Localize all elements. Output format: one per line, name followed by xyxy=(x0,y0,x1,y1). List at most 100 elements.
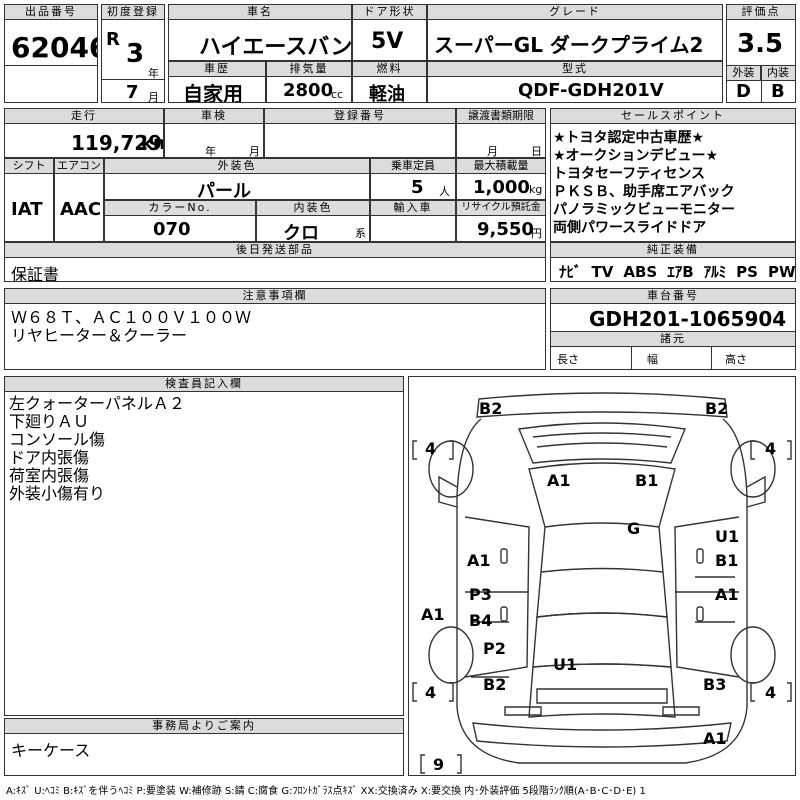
interior-color-unit: 系 xyxy=(355,227,366,240)
exterior-grade: D xyxy=(736,81,751,102)
shift: IAT xyxy=(11,199,43,220)
damage-mark: B3 xyxy=(703,675,727,694)
damage-mark: U1 xyxy=(553,655,578,674)
color-no-cell: カラーNo. 070 xyxy=(104,200,256,242)
stock-number: 62046 xyxy=(11,31,97,64)
damage-diagram: B2 B2 4 4 A1 B1 G A1 U1 B1 P3 A1 A1 B4 P… xyxy=(408,376,796,776)
inspector-line: 左クォーターパネルＡ２ xyxy=(9,394,185,413)
model-cell: 型式 QDF-GDH201V xyxy=(427,61,723,103)
car-name-label: 車名 xyxy=(169,5,351,20)
inspector-label: 検査員記入欄 xyxy=(5,377,403,392)
displacement-label: 排気量 xyxy=(267,62,351,77)
model: QDF-GDH201V xyxy=(518,80,664,101)
inspection-month-unit: 月 xyxy=(249,145,260,158)
inspector-line: ドア内張傷 xyxy=(9,448,90,467)
mileage-unit: km xyxy=(141,133,163,154)
chassis-label: 車台番号 xyxy=(551,289,795,304)
equipment-navi: ﾅﾋﾞ xyxy=(559,263,582,281)
notes-label: 注意事項欄 xyxy=(5,289,545,304)
transfer-label: 譲渡書類期限 xyxy=(457,109,545,124)
registration-month: 7 xyxy=(126,82,139,103)
mileage: 119,729 xyxy=(71,131,163,155)
equipment-label: 純正装備 xyxy=(551,243,795,258)
displacement-cell: 排気量 2800 cc xyxy=(266,61,352,103)
inspection-cell: 車検 年 月 xyxy=(164,108,264,158)
later-parts-cell: 後日発送部品 保証書 xyxy=(4,242,546,282)
load-label: 最大積載量 xyxy=(457,159,545,174)
stock-number-label: 出品番号 xyxy=(5,5,97,20)
plate-cell: 登録番号 xyxy=(264,108,456,158)
capacity-unit: 人 xyxy=(439,185,450,198)
transfer-day-unit: 日 xyxy=(531,145,542,158)
sales-points-cell: セールスポイント ★トヨタ認定中古車歴★ ★オークションデビュー★ トヨタセーフ… xyxy=(550,108,796,242)
transfer-cell: 譲渡書類期限 月 日 xyxy=(456,108,546,158)
damage-mark: 4 xyxy=(425,683,437,702)
max-load: 1,000 xyxy=(473,177,530,198)
recycle-fee: 9,550 xyxy=(477,219,534,240)
recycle-label: リサイクル預託金 xyxy=(457,201,545,216)
import-label: 輸入車 xyxy=(371,201,455,216)
office-cell: 事務局よりご案内 キーケース xyxy=(4,718,404,776)
damage-mark: 4 xyxy=(765,683,777,702)
grade-cell: グレード スーパーGL ダークプライム2 xyxy=(427,4,723,61)
color-no-label: カラーNo. xyxy=(105,201,255,216)
chassis-number: GDH201-1065904 xyxy=(589,307,787,331)
damage-mark: G xyxy=(627,519,641,538)
load-unit: kg xyxy=(529,183,543,196)
sales-points-label: セールスポイント xyxy=(551,109,795,124)
color-cell: 外装色 パール xyxy=(104,158,370,200)
import-cell: 輸入車 xyxy=(370,200,456,242)
displacement: 2800 xyxy=(283,80,334,101)
color-label: 外装色 xyxy=(105,159,369,174)
chassis-cell: 車台番号 GDH201-1065904 諸元 長さ 幅 高さ xyxy=(550,288,796,370)
score-cell: 評価点 3.5 外装 内装 D B xyxy=(726,4,796,103)
damage-mark: 9 xyxy=(433,755,445,774)
damage-mark: B1 xyxy=(715,551,739,570)
fuel: 軽油 xyxy=(369,84,405,103)
width-label: 幅 xyxy=(647,353,658,366)
vehicle-outline xyxy=(412,392,792,774)
inspector-line: コンソール傷 xyxy=(9,430,106,449)
height-label: 高さ xyxy=(725,353,747,366)
car-name: ハイエースバン xyxy=(199,35,352,60)
inspector-line: 外装小傷有り xyxy=(9,484,106,503)
exterior-label: 外装 xyxy=(727,66,761,81)
sales-point-item: ＰＫＳＢ、助手席エアバック xyxy=(553,184,735,200)
equipment-ps: PS xyxy=(736,263,758,281)
score-label: 評価点 xyxy=(727,5,795,20)
month-unit: 月 xyxy=(148,91,159,103)
damage-mark: 4 xyxy=(425,439,437,458)
damage-mark: P2 xyxy=(483,639,506,658)
damage-mark: B4 xyxy=(469,611,493,630)
fuel-cell: 燃料 軽油 xyxy=(352,61,427,103)
damage-mark: B2 xyxy=(705,399,729,418)
equipment-alloy: ｱﾙﾐ xyxy=(703,263,727,281)
damage-mark: A1 xyxy=(703,729,727,748)
sales-point-item: ★トヨタ認定中古車歴★ xyxy=(553,130,705,146)
car-name-cell: 車名 ハイエースバン xyxy=(168,4,352,61)
damage-mark: A1 xyxy=(467,551,491,570)
history-cell: 車歴 自家用 xyxy=(168,61,266,103)
damage-mark: B1 xyxy=(635,471,659,490)
door-type: 5V xyxy=(371,29,404,54)
later-parts: 保証書 xyxy=(11,265,60,282)
interior-grade: B xyxy=(771,81,785,102)
legend: A:ｷｽﾞ U:ﾍｺﾐ B:ｷｽﾞを伴うﾍｺﾐ P:要塗装 W:補修跡 S:錆 … xyxy=(6,786,646,797)
shift-cell: シフト IAT xyxy=(4,158,54,242)
capacity-label: 乗車定員 xyxy=(371,159,455,174)
score: 3.5 xyxy=(737,29,784,59)
ac: AAC xyxy=(60,199,102,220)
sales-point-item: 両側パワースライドドア xyxy=(553,220,707,236)
interior-label: 内装 xyxy=(761,66,795,81)
sales-point-item: ★オークションデビュー★ xyxy=(553,148,719,164)
fuel-label: 燃料 xyxy=(353,62,426,77)
capacity: 5 xyxy=(411,177,424,198)
first-registration-label: 初度登録 xyxy=(102,5,164,20)
equipment-airbag: ｴｱB xyxy=(667,263,694,281)
recycle-unit: 円 xyxy=(531,227,542,240)
equipment-tv: TV xyxy=(591,263,614,281)
note-line: リヤヒーター＆クーラー xyxy=(11,326,188,345)
mileage-label: 走行 xyxy=(5,109,163,124)
model-label: 型式 xyxy=(428,62,722,77)
